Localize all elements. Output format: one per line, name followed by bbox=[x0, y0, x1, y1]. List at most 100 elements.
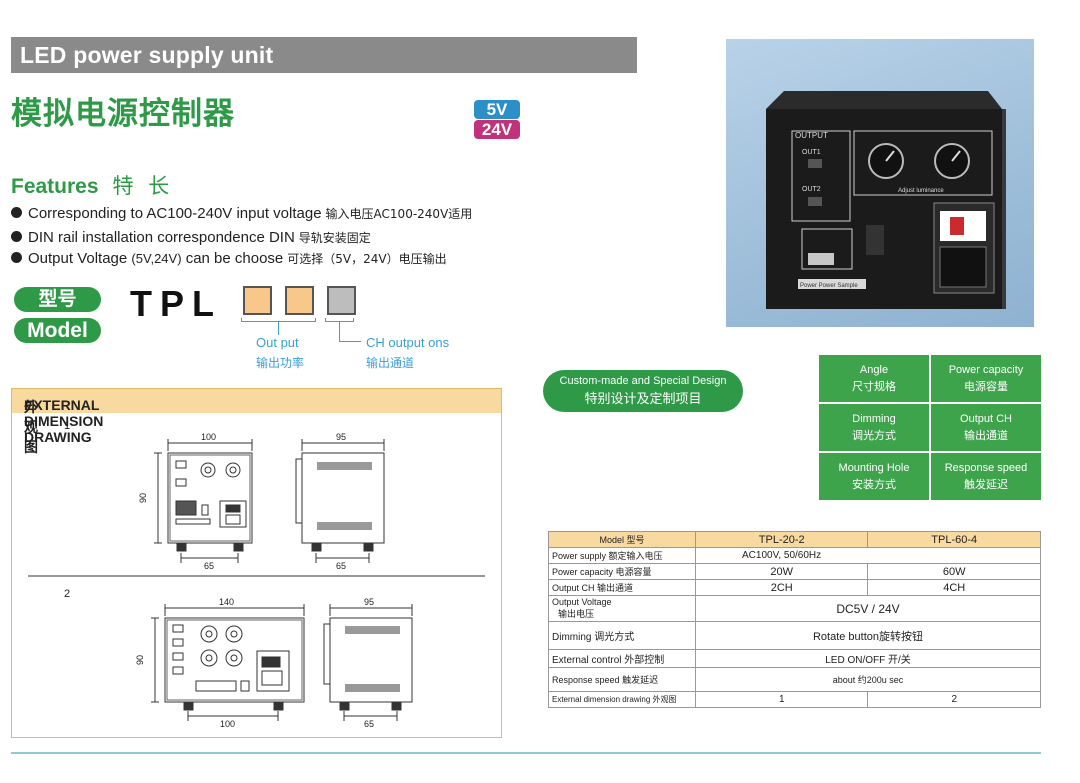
custom-item-cn: 触发延迟 bbox=[964, 477, 1008, 491]
drawing-1-height-label: 90 bbox=[138, 493, 148, 503]
table-row: Response speed 触发延迟 about 约200u sec bbox=[548, 667, 1041, 692]
spec-label: External dimension drawing 外观图 bbox=[548, 691, 696, 708]
table-row: Power supply 额定输入电压 AC100V, 50/60Hz bbox=[548, 547, 1041, 564]
model-box-output-2 bbox=[285, 286, 314, 315]
spec-label: External control 外部控制 bbox=[548, 649, 696, 668]
custom-design-badge: Custom-made and Special Design 特别设计及定制项目 bbox=[543, 370, 743, 412]
spec-value: 20W bbox=[694, 563, 869, 580]
output-caption: Out put 输出功率 bbox=[256, 335, 304, 371]
spec-table: Model 型号 TPL-20-2 TPL-60-4 Power supply … bbox=[548, 531, 1041, 708]
ch-bracket bbox=[325, 318, 354, 322]
features-heading: Features 特 长 bbox=[11, 170, 173, 200]
features-heading-cn: 特 长 bbox=[112, 174, 174, 198]
custom-item-en: Response speed bbox=[944, 461, 1028, 474]
spec-value: Rotate button旋转按钮 bbox=[695, 621, 1041, 650]
table-row: External dimension drawing 外观图 1 2 bbox=[548, 691, 1041, 708]
spec-label-cn: 调光方式 bbox=[594, 632, 635, 643]
features-heading-en: Features bbox=[11, 175, 99, 198]
model-pill-en: Model bbox=[14, 318, 101, 343]
model-box-output-1 bbox=[243, 286, 272, 315]
custom-item: Power capacity 电源容量 bbox=[931, 355, 1041, 402]
custom-design-en: Custom-made and Special Design bbox=[559, 375, 727, 387]
model-box-ch bbox=[327, 286, 356, 315]
spec-label-en: Output CH bbox=[552, 583, 595, 593]
model-pill-cn: 型号 bbox=[14, 287, 101, 312]
spec-head-col1: TPL-20-2 bbox=[694, 531, 869, 548]
drawing-1-width-label: 100 bbox=[201, 432, 216, 442]
ch-caption-cn: 输出通道 bbox=[366, 356, 415, 370]
spec-value: 2 bbox=[867, 691, 1041, 708]
drawing-1-index: 1 bbox=[64, 420, 70, 432]
ch-bracket-stem bbox=[339, 322, 361, 342]
spec-label-cn: 触发延迟 bbox=[622, 676, 659, 686]
spec-label-en: External control bbox=[552, 655, 622, 666]
feature-text-en: DIN rail installation correspondence DIN bbox=[28, 229, 295, 246]
chinese-title: 模拟电源控制器 bbox=[11, 96, 235, 132]
drawing-1-bottom-side-label: 65 bbox=[336, 561, 346, 571]
photo-output-label: OUTPUT bbox=[795, 131, 828, 140]
spec-label: Output Voltage 输出电压 bbox=[548, 595, 696, 622]
table-row: External control 外部控制 LED ON/OFF 开/关 bbox=[548, 649, 1041, 668]
spec-label-cn: 电源容量 bbox=[615, 568, 652, 578]
table-row: Dimming 调光方式 Rotate button旋转按钮 bbox=[548, 621, 1041, 650]
output-caption-en: Out put bbox=[256, 335, 299, 350]
dimension-heading-en: EXTERNAL DIMENSION DRAWING bbox=[24, 397, 104, 445]
spec-value: 60W bbox=[867, 563, 1041, 580]
dimension-drawings: 1 100 90 65 bbox=[28, 420, 485, 729]
feature-text-mid: (5V,24V) bbox=[131, 251, 182, 266]
feature-text-cn: 导轨安装固定 bbox=[298, 231, 371, 245]
custom-item-cn: 尺寸规格 bbox=[852, 379, 896, 393]
drawing-1-bottom-front-label: 65 bbox=[204, 561, 214, 571]
custom-item-cn: 电源容量 bbox=[964, 379, 1008, 393]
custom-item-en: Power capacity bbox=[948, 363, 1024, 376]
spec-label-en: Response speed bbox=[552, 675, 620, 685]
drawing-2-width-label: 140 bbox=[219, 597, 234, 607]
spec-head-col2: TPL-60-4 bbox=[867, 531, 1041, 548]
feature-item-2: DIN rail installation correspondence DIN… bbox=[11, 229, 371, 246]
feature-text-tail: can be choose bbox=[185, 250, 284, 267]
custom-item: Response speed 触发延迟 bbox=[931, 453, 1041, 500]
custom-item-cn: 调光方式 bbox=[852, 428, 896, 442]
spec-value: DC5V / 24V bbox=[695, 595, 1041, 622]
drawing-1-depth-label: 95 bbox=[336, 432, 346, 442]
spec-label-en: Power supply bbox=[552, 551, 607, 561]
spec-label-cn: 外部控制 bbox=[624, 655, 665, 666]
photo-out2-label: OUT2 bbox=[802, 186, 821, 193]
page-title: LED power supply unit bbox=[20, 42, 274, 68]
spec-label-en: Output Voltage bbox=[552, 597, 612, 607]
feature-text-cn: 输入电压AC100-240V适用 bbox=[325, 207, 473, 221]
spec-head-label: Model 型号 bbox=[548, 531, 696, 548]
spec-value: about 约200u sec bbox=[695, 667, 1041, 692]
spec-label-en: External dimension drawing bbox=[552, 695, 651, 704]
feature-text-cn: 可选择（5V，24V）电压输出 bbox=[287, 252, 447, 266]
bullet-icon bbox=[11, 207, 22, 218]
footer-divider bbox=[11, 752, 1041, 754]
output-bracket-stem bbox=[278, 322, 279, 335]
drawing-2-front bbox=[151, 604, 305, 721]
drawing-2-bottom-side-label: 65 bbox=[364, 719, 374, 729]
output-caption-cn: 输出功率 bbox=[256, 356, 305, 370]
photo-out1-label: OUT1 bbox=[802, 149, 821, 156]
title-bar: LED power supply unit bbox=[11, 37, 637, 73]
spec-label-cn: 输出通道 bbox=[597, 584, 634, 594]
spec-label-cn: 额定输入电压 bbox=[608, 552, 663, 562]
custom-item-en: Output CH bbox=[960, 412, 1012, 425]
badge-5v: 5V bbox=[474, 100, 520, 119]
drawing-2-height-label: 90 bbox=[135, 655, 145, 665]
output-bracket bbox=[241, 318, 316, 322]
ch-caption-en: CH output ons bbox=[366, 335, 450, 350]
spec-value: 2CH bbox=[694, 579, 869, 596]
table-row: Power capacity 电源容量 20W 60W bbox=[548, 563, 1041, 580]
spec-label-en: Dimming bbox=[552, 632, 592, 643]
model-code: TPL bbox=[130, 283, 222, 324]
feature-item-1: Corresponding to AC100-240V input voltag… bbox=[11, 205, 472, 222]
spec-value: AC100V, 50/60Hz bbox=[695, 547, 1041, 564]
custom-item-cn: 安装方式 bbox=[852, 477, 896, 491]
spec-label-cn: 输出电压 bbox=[558, 610, 595, 620]
custom-item-en: Dimming bbox=[852, 412, 896, 425]
spec-label: Power supply 额定输入电压 bbox=[548, 547, 696, 564]
table-row: Output Voltage 输出电压 DC5V / 24V bbox=[548, 595, 1041, 622]
